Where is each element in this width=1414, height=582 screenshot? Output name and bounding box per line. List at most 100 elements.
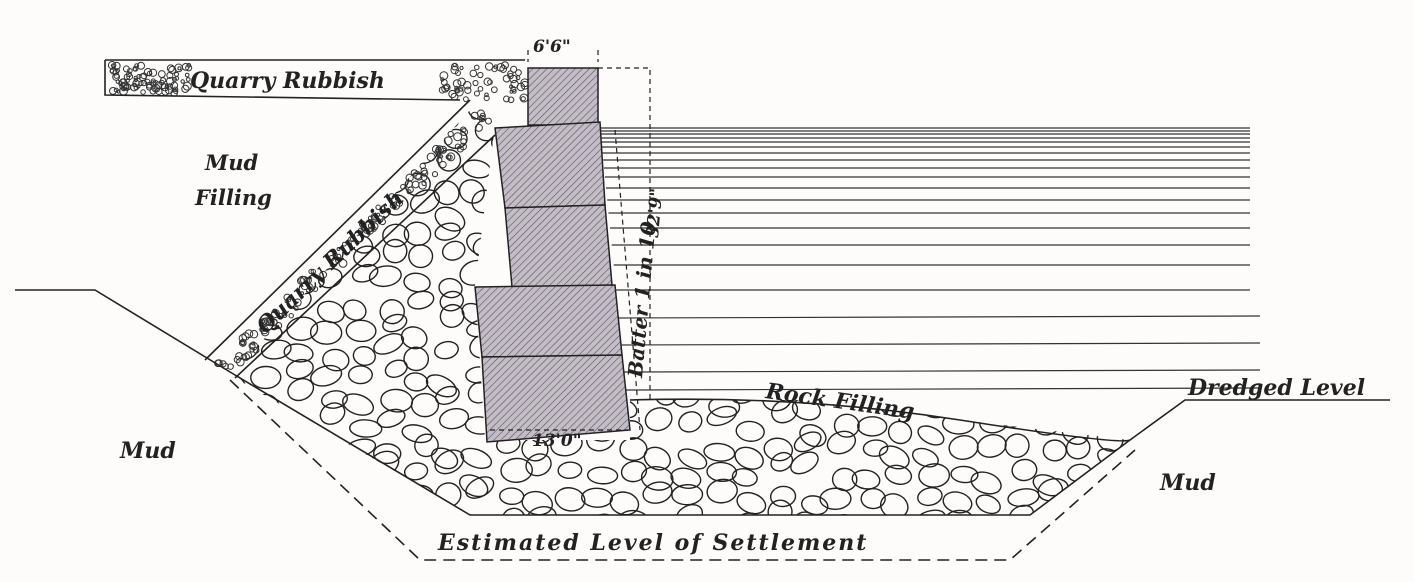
rock-stone: [703, 286, 729, 307]
rock-stone: [827, 214, 860, 239]
rock-stone: [792, 241, 819, 265]
rock-stone: [642, 481, 673, 504]
rock-stone: [252, 393, 280, 419]
rock-stone: [1096, 289, 1121, 315]
rock-stone: [675, 151, 702, 175]
rock-stone: [609, 491, 640, 515]
rock-stone: [259, 251, 286, 275]
pebble: [118, 81, 124, 87]
pebble: [405, 173, 414, 182]
pebble: [174, 71, 180, 77]
rock-stone: [946, 153, 972, 178]
rock-stone: [770, 451, 794, 472]
rock-stone: [586, 466, 619, 485]
rock-stone: [885, 342, 911, 361]
rock-stone: [382, 313, 408, 333]
rock-stone: [439, 290, 464, 312]
rock-stone: [852, 123, 883, 149]
pebble: [305, 288, 311, 293]
rock-stone: [975, 110, 1002, 117]
pebble: [336, 253, 342, 259]
rock-stone: [738, 230, 770, 255]
rock-stone: [677, 448, 708, 470]
rock-stone: [346, 134, 380, 159]
pebble: [136, 74, 142, 79]
rock-stone: [410, 392, 440, 418]
rock-stone: [434, 385, 460, 405]
rock-stone: [617, 509, 651, 515]
rock-stone: [287, 214, 317, 235]
rock-stone: [944, 509, 974, 515]
rock-stone: [255, 495, 287, 515]
rock-stone: [459, 259, 491, 286]
rock-stone: [1065, 110, 1092, 133]
pebble: [180, 79, 185, 84]
rock-stone: [1039, 344, 1070, 366]
rock-stone: [910, 323, 943, 349]
rock-filling-label: Rock Filling: [763, 378, 916, 425]
rock-stone: [857, 416, 888, 437]
rock-stone: [831, 318, 861, 337]
rock-stone: [675, 292, 700, 315]
rock-stone: [1004, 137, 1031, 160]
pebble: [170, 81, 179, 90]
rock-stone: [857, 256, 887, 278]
rock-stone: [671, 484, 704, 506]
rock-stone: [1122, 447, 1130, 468]
rock-stone: [731, 468, 758, 487]
rock-stone: [1090, 273, 1121, 295]
rock-stone: [407, 290, 435, 310]
pebble: [484, 92, 489, 98]
pebble: [164, 84, 169, 89]
pebble: [510, 65, 518, 73]
pebble: [470, 111, 479, 120]
rock-stone: [921, 183, 946, 207]
rock-stone: [703, 442, 736, 462]
rock-stone: [1123, 367, 1130, 391]
rock-stone: [732, 345, 758, 368]
rock-stone: [235, 216, 252, 240]
rock-stone: [621, 110, 649, 117]
rock-stone: [915, 151, 946, 176]
pebble: [271, 319, 278, 326]
quarry-rubbish-pebbles: [107, 60, 530, 370]
pebble: [516, 82, 526, 92]
rock-stone: [1042, 439, 1067, 462]
dredged-level-line: [1129, 399, 1390, 441]
rock-stone: [703, 118, 729, 141]
rock-stone: [316, 193, 341, 218]
base-width-label: 13'0": [532, 431, 582, 451]
rock-stone: [917, 253, 944, 275]
pebble: [411, 180, 420, 189]
rock-stone: [501, 507, 526, 515]
rock-stone: [918, 463, 951, 488]
rock-stone: [831, 514, 856, 515]
rock-stone: [950, 465, 979, 484]
water-lines: [600, 127, 1261, 391]
rock-stone: [1103, 388, 1128, 410]
rock-stone: [769, 311, 793, 332]
pebble: [493, 64, 499, 70]
rock-stone: [1067, 221, 1099, 246]
rock-stone: [651, 295, 679, 318]
rock-stone: [767, 499, 793, 515]
rock-stone: [980, 236, 1006, 261]
rock-stone: [373, 333, 405, 355]
rock-stone: [678, 411, 703, 433]
rock-stone: [824, 281, 853, 305]
rock-stone: [402, 484, 434, 506]
rock-stone: [235, 272, 258, 291]
slope-rubbish-top-edge: [204, 99, 471, 361]
rock-stone: [260, 418, 292, 439]
pebble: [123, 73, 131, 81]
rock-stone: [286, 316, 319, 341]
pebble: [443, 136, 453, 146]
rock-stone: [799, 296, 830, 316]
rock-stone: [368, 265, 402, 288]
rock-stone: [793, 431, 822, 453]
rock-stone: [760, 110, 789, 118]
pebble: [174, 76, 180, 81]
rock-stone: [886, 110, 911, 119]
wall-block: [474, 284, 623, 358]
pebble: [454, 69, 462, 77]
